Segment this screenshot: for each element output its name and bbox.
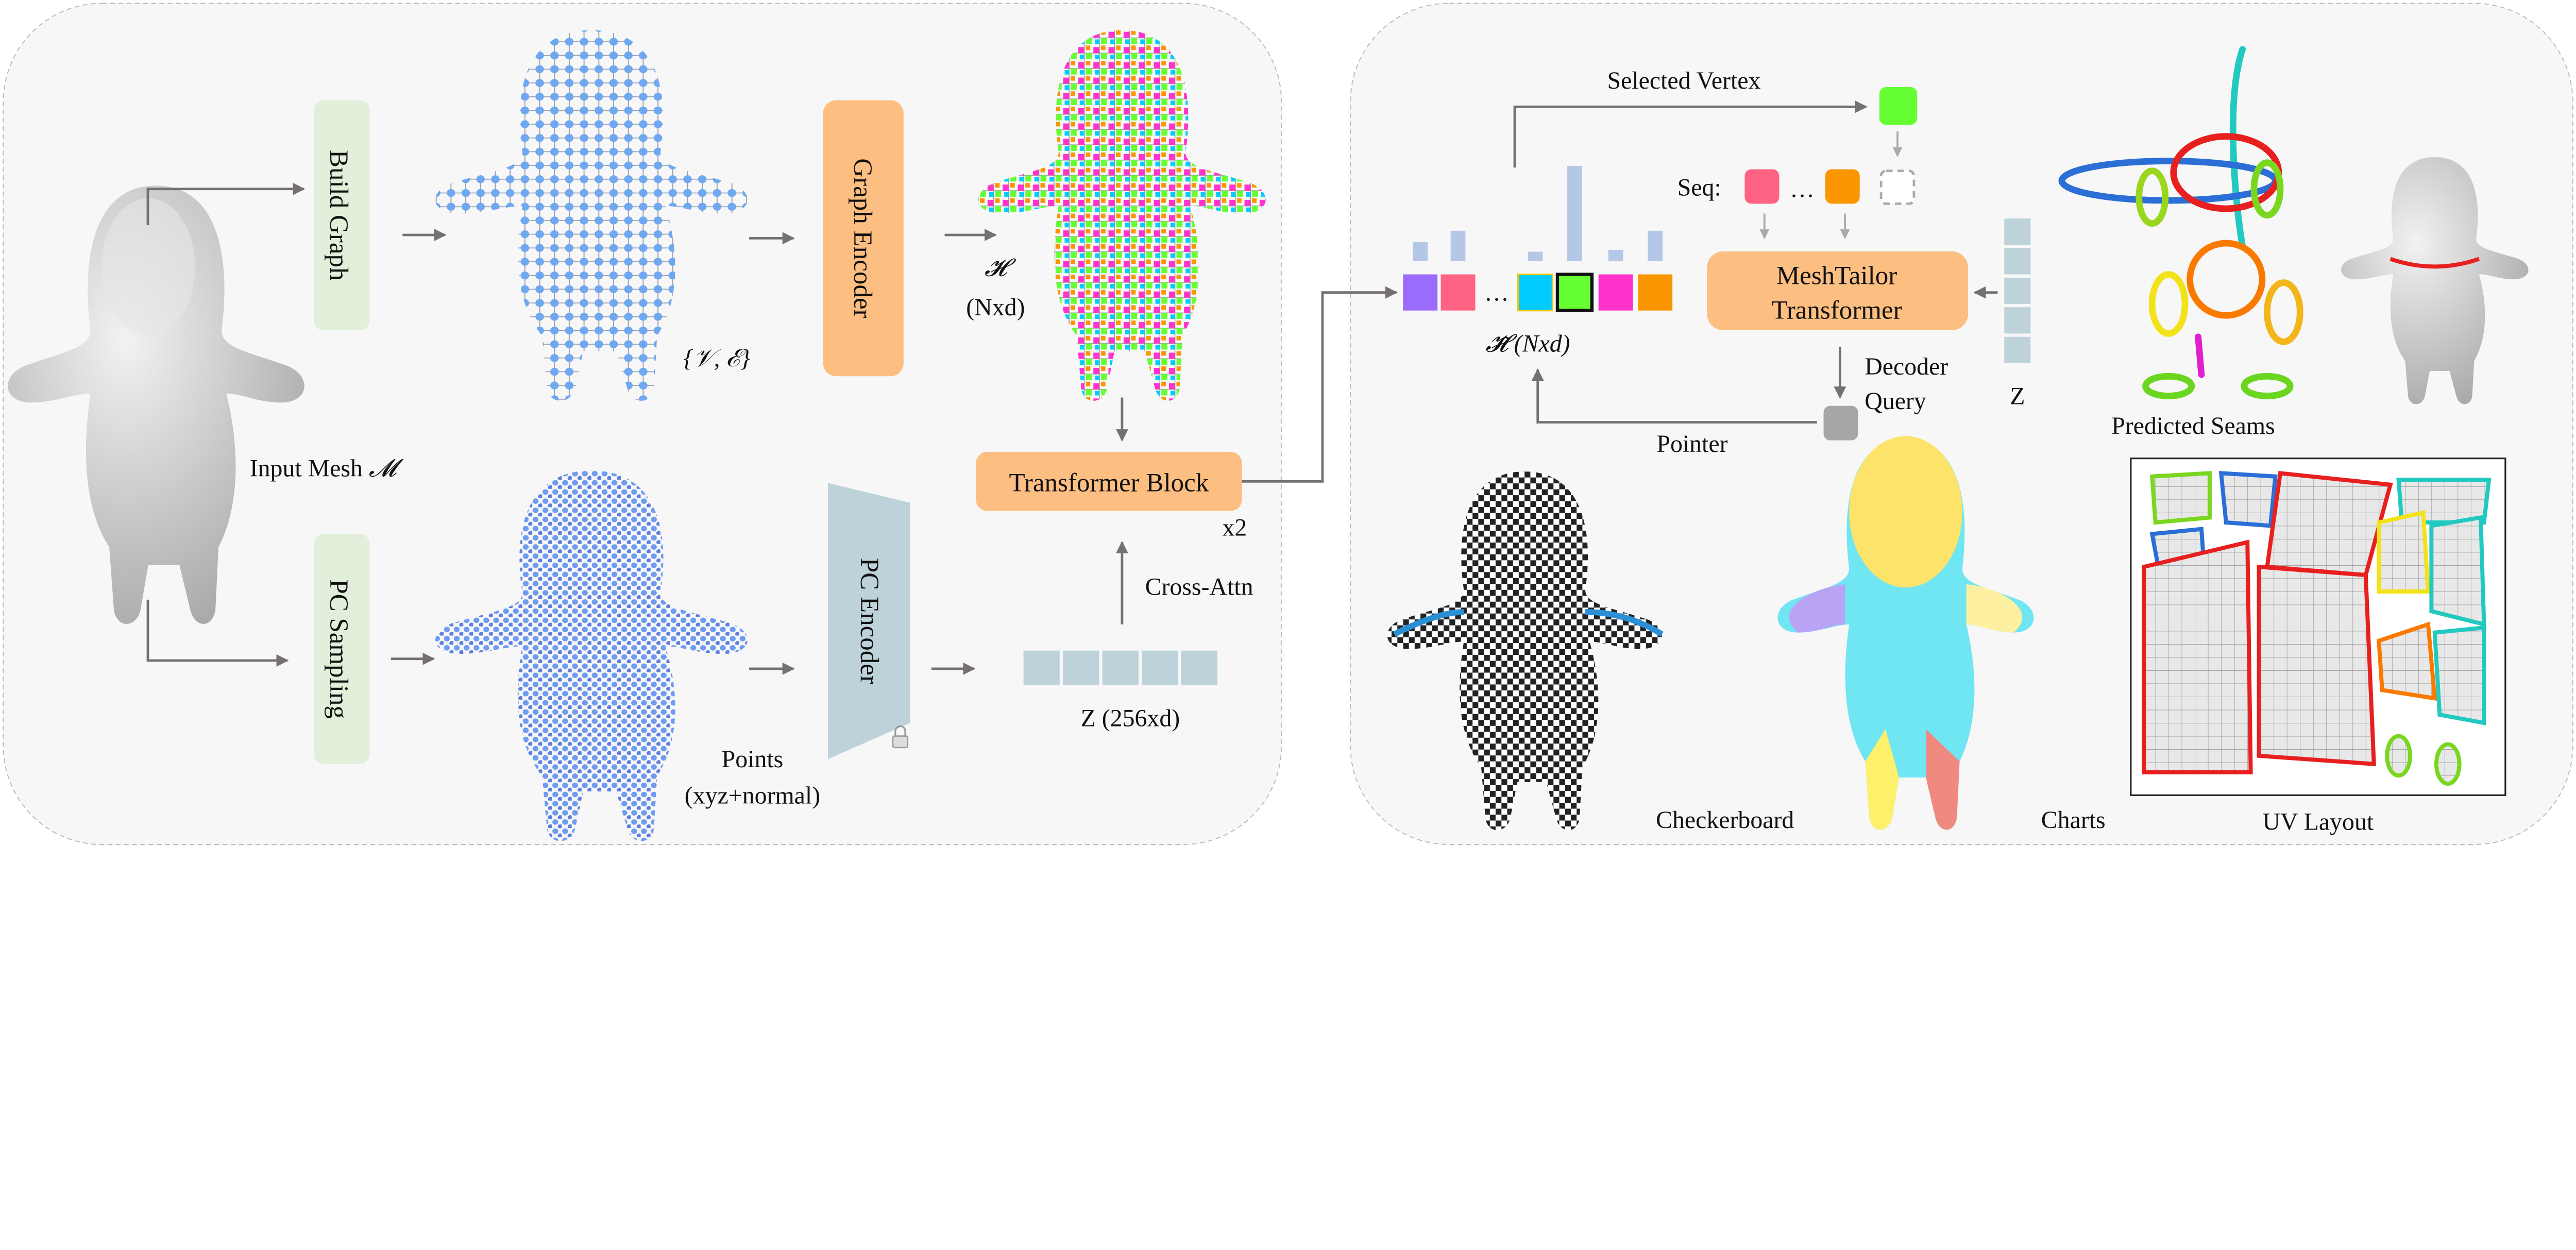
pc-encoder-block	[828, 483, 910, 759]
uv-layout-image	[2142, 471, 2492, 786]
attention-bar	[1567, 166, 1582, 262]
decoder-query-label-2: Query	[1865, 387, 1926, 415]
feature-token	[1440, 274, 1476, 311]
pointer-label: Pointer	[1656, 430, 1727, 458]
predicted-seams-image	[2058, 46, 2303, 399]
transformer-block-label: Transformer Block	[1009, 468, 1209, 497]
pc-sampling-label: PC Sampling	[324, 579, 353, 719]
z-tokens	[1023, 650, 1217, 685]
h-tilde-label: 𝓗̃ (Nxd)	[1486, 330, 1570, 357]
z-token	[2004, 336, 2031, 363]
feature-token	[1517, 273, 1553, 312]
repeat-label: x2	[1222, 514, 1247, 542]
selected-vertex-token	[1879, 87, 1918, 125]
graph-encoder-box	[823, 100, 904, 377]
method-diagram: Input Mesh 𝓜 Build Graph PC Sampling {𝒱,…	[3, 3, 2573, 845]
z-token	[1063, 650, 1099, 685]
attention-bar	[1528, 251, 1543, 262]
charts-image	[1777, 436, 2034, 830]
meshtailor-transformer-label-2: Transformer	[1771, 296, 1902, 325]
charts-label: Charts	[2041, 806, 2106, 834]
attention-bar	[1608, 249, 1623, 262]
build-graph-label: Build Graph	[324, 150, 353, 281]
z-token	[1023, 650, 1060, 685]
uv-layout-label: UV Layout	[2263, 808, 2374, 835]
arrow-to-build-graph	[146, 182, 306, 225]
cross-attn-label: Cross-Attn	[1145, 573, 1253, 600]
seq-label: Seq:	[1677, 174, 1721, 201]
feature-token	[1598, 274, 1633, 311]
build-graph-box	[314, 100, 370, 330]
feature-token	[1638, 274, 1673, 311]
feature-token-row	[1403, 166, 1673, 312]
checkerboard-label: Checkerboard	[1656, 806, 1794, 834]
z-token	[2004, 218, 2031, 245]
seq-token-pink	[1744, 169, 1780, 204]
feature-token	[1403, 274, 1438, 311]
meshtailor-transformer-label: MeshTailor	[1776, 262, 1897, 291]
z-token	[2004, 277, 2031, 304]
seamed-mesh-image	[2341, 157, 2529, 404]
selected-vertex-arrow	[1513, 100, 1868, 168]
meshtailor-transformer-box	[1707, 251, 1969, 330]
decoder-query-token	[1823, 406, 1858, 441]
seq-ellipsis: …	[1790, 176, 1815, 203]
z-memory-label: Z	[2010, 382, 2025, 410]
h-dims: (Nxd)	[966, 294, 1025, 321]
z-memory-column	[2004, 218, 2031, 363]
seq-token-orange	[1825, 169, 1860, 204]
pointer-arrow	[1531, 368, 1817, 424]
seq-token-empty	[1879, 170, 1916, 205]
decoder-query-label: Decoder	[1865, 353, 1948, 380]
graph-encoder-label: Graph Encoder	[848, 158, 877, 318]
z-token	[2004, 307, 2031, 334]
points-detail: (xyz+normal)	[685, 782, 820, 809]
attention-bar	[1648, 230, 1663, 262]
selected-vertex-label: Selected Vertex	[1607, 67, 1761, 94]
predicted-seams-label: Predicted Seams	[2111, 412, 2275, 440]
feature-token	[1555, 273, 1594, 312]
arrow-to-pc-sampling	[146, 599, 289, 667]
input-mesh-label: Input Mesh 𝓜	[250, 455, 404, 482]
lock-icon	[892, 725, 909, 749]
input-mesh-image	[8, 185, 304, 624]
pc-encoder-label: PC Encoder	[855, 558, 884, 684]
checkerboard-image	[1387, 471, 1664, 831]
attention-bar	[1450, 230, 1466, 262]
z-token	[1142, 650, 1178, 685]
points-label: Points	[722, 746, 784, 773]
attention-bar	[1413, 242, 1428, 262]
connector-to-decoder	[1242, 286, 1398, 483]
pc-sampling-box	[314, 534, 370, 764]
z-token	[2004, 248, 2031, 275]
transformer-block-box	[976, 451, 1242, 511]
z-token	[1102, 650, 1139, 685]
z-label: Z (256xd)	[1081, 704, 1180, 732]
z-token	[1181, 650, 1217, 685]
graph-vertices-edges-label: {𝒱, ℰ}	[684, 345, 750, 372]
token-ellipsis: …	[1484, 279, 1509, 307]
